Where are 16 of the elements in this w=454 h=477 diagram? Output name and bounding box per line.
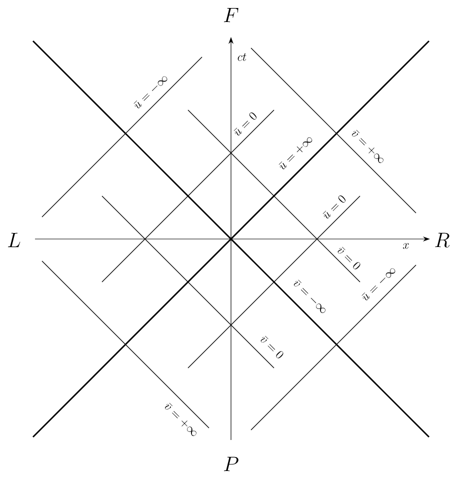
region-label: $P$	[224, 456, 238, 472]
axis-label: $x$	[402, 243, 409, 249]
coordinate-label: $\bar{v}=0$	[260, 336, 284, 358]
coordinate-label: $\bar{u}=0$	[234, 112, 256, 136]
region-label: $L$	[8, 232, 20, 248]
axis-label: $ct$	[238, 53, 246, 61]
coordinate-label: $\bar{v}=+\infty$	[352, 130, 384, 163]
coordinate-label: $\bar{u}=-\infty$	[134, 76, 168, 108]
coordinate-label: $\bar{u}=0$	[322, 196, 346, 218]
coordinate-label: $\bar{v}=0$	[338, 246, 360, 270]
region-label: $R$	[435, 232, 450, 248]
coordinate-label: $\bar{u}=+\infty$	[278, 137, 312, 170]
coordinate-label: $\bar{v}=+\infty$	[165, 402, 196, 436]
region-label: $F$	[224, 8, 238, 22]
coordinate-label: $\bar{u}=-\infty$	[362, 268, 396, 300]
coordinate-label: $\bar{v}=-\infty$	[294, 280, 326, 313]
